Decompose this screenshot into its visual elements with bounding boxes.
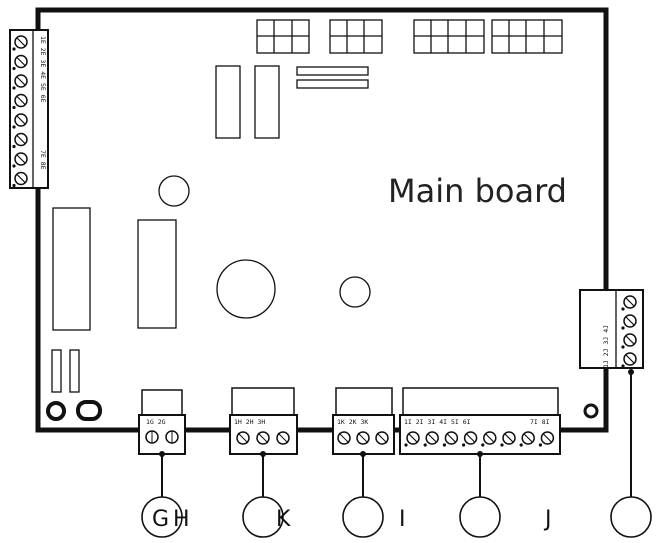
terminal-block-h: 1H 2H 3H [229,387,298,497]
left-terminal-screw-slot [16,135,26,144]
right-terminal-screw-dot [621,307,625,311]
right-terminal-screw-dot [621,345,625,349]
resistor-2 [69,349,80,393]
left-terminal-screw-dot [12,66,16,71]
j-terminal-screw-slot [542,433,552,443]
callout-letter-k: K [276,507,291,532]
j-terminal-screw-dot [481,443,485,447]
left-terminal-screw-dot [12,105,16,110]
left-terminal-screw-slot [16,154,26,164]
callout-circle-g [141,496,183,538]
connector-k-labels: 1K 2K 3K [337,418,368,426]
j-terminal-screw-slot [427,433,437,443]
left-terminal-block: 1E 2E 3E 4E 5E 6E 7E 8E [9,29,49,189]
j-terminal-screw-dot [538,443,543,447]
j-terminal-screw-slot [485,433,495,443]
j-terminal-screw-slot [446,433,456,443]
left-terminal-screw-dot [12,86,16,90]
connector-h-labels: 1H 2H 3H [234,418,265,426]
chip-center [137,219,177,329]
board-components [51,65,371,393]
header-strip-2 [296,79,369,89]
left-terminal-screw-slot [16,115,26,125]
capacitor-small [158,175,190,207]
j-terminal-screw-dot [442,443,446,447]
left-connector-labels-bottom: 7E 8E [39,150,47,170]
board-title: Main board [388,172,567,210]
left-terminal-screw-slot [16,37,26,47]
connector-j-labels-right: 7I 8I [530,418,550,426]
chip-left [52,207,91,331]
j-terminal-screw-slot [523,433,533,443]
left-terminal-screw-dot [12,164,16,168]
callout-circles [141,496,652,538]
top-relay-blocks [256,19,563,54]
left-terminal-screw-dot [12,125,16,129]
j-terminal-screw-dot [423,443,427,447]
left-connector-labels-top: 1E 2E 3E 4E 5E 6E [39,36,47,103]
callout-letter-h: H [173,507,190,532]
right-terminal-screw-dot [621,326,625,330]
j-terminal-screw-slot [466,433,476,443]
j-terminal-screw-dot [500,443,504,447]
board-outline [35,7,609,433]
j-terminal-screw-dot [519,443,523,447]
left-terminal-screw-slot [16,76,26,86]
right-connector-labels: 1J 2J 3J 4J [602,325,610,368]
resistor-1 [51,349,62,393]
j-terminal-screw-slot [408,433,418,443]
callout-letter-g: G [152,507,169,532]
left-terminal-screw-slot [16,174,26,183]
connector-g-labels: 1G 2G [146,418,166,426]
callout-letter-i: I [399,507,406,532]
callout-circle-right [610,496,652,538]
connector-j-labels-left: 1I 2I 3I 4I 5I 6I [404,418,471,426]
relay-2 [254,65,280,139]
mounting-holes [46,400,599,421]
left-terminal-screw-slot [16,96,26,105]
left-terminal-screw-dot [12,47,16,51]
right-terminal-screw-slot [625,297,635,307]
left-terminal-screw-dot [12,183,16,188]
capacitor-medium [339,276,371,308]
capacitor-large [216,259,276,319]
terminal-block-g: 1G 2G [138,389,186,497]
right-terminal-screw-slot [625,335,635,345]
relay-1 [215,65,241,139]
j-terminal-screw-dot [404,443,408,447]
callout-letter-j: J [543,507,552,532]
j-terminal-screw-slot [504,433,514,443]
right-terminal-screw-dot [621,364,625,368]
callout-circle-j [459,496,501,538]
right-terminal-screw-slot [625,354,635,364]
terminal-block-k: 1K 2K 3K [332,387,395,497]
right-terminal-screw-slot [625,316,635,326]
callout-circle-k [342,496,384,538]
left-terminal-screw-slot [16,57,26,66]
left-terminal-screw-dot [12,144,16,149]
j-terminal-screw-dot [462,443,466,447]
right-terminal-block: 1J 2J 3J 4J [579,289,644,500]
terminal-block-j: 1I 2I 3I 4I 5I 6I 7I 8I [399,387,561,497]
header-strip-1 [296,66,369,76]
callout-circle-h [242,496,284,538]
